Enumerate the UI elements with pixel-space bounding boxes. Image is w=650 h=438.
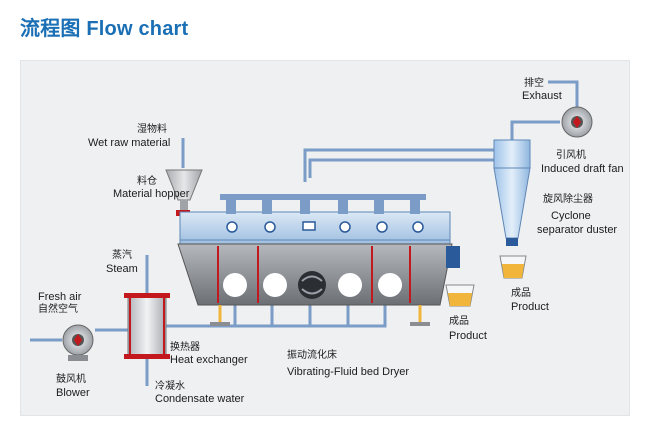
heat-exchanger bbox=[124, 293, 170, 359]
pipes bbox=[30, 80, 579, 386]
heat-exchanger-label-zh: 换热器 bbox=[170, 342, 200, 353]
wet-raw-material-label: Wet raw material bbox=[88, 137, 171, 149]
cyclone-label-2: separator duster bbox=[537, 224, 618, 236]
condensate-water-label-zh: 冷凝水 bbox=[155, 381, 185, 392]
blower-unit bbox=[62, 324, 94, 361]
cyclone-label-1: Cyclone bbox=[551, 210, 591, 222]
steam-label-zh: 蒸汽 bbox=[112, 250, 132, 261]
product-label-2: Product bbox=[511, 301, 549, 313]
material-hopper-label-zh: 料仓 bbox=[137, 176, 157, 187]
cyclone-to-fan-duct bbox=[510, 120, 560, 140]
induced-draft-fan-label: Induced draft fan bbox=[541, 163, 624, 175]
exhaust-label: Exhaust bbox=[522, 90, 562, 102]
induced-draft-fan-label-zh: 引风机 bbox=[556, 150, 586, 161]
dryer-hood bbox=[179, 194, 451, 245]
product-label-1: Product bbox=[449, 330, 487, 342]
exhaust-outlet-duct bbox=[548, 80, 579, 108]
exhaust-label-zh: 排空 bbox=[524, 78, 544, 89]
exhaust-duct-secondary bbox=[308, 158, 497, 178]
dryer-body bbox=[177, 243, 460, 326]
cyclone-label-zh: 旋风除尘器 bbox=[543, 194, 593, 205]
cyclone-separator bbox=[493, 139, 531, 246]
blower-label-zh: 鼓风机 bbox=[56, 374, 86, 385]
exhaust-duct-main bbox=[303, 148, 497, 182]
steam-label: Steam bbox=[106, 263, 138, 275]
heat-exchanger-label: Heat exchanger bbox=[170, 354, 248, 366]
wet-raw-material-label-zh: 湿物料 bbox=[137, 124, 167, 135]
dryer-label-zh: 振动流化床 bbox=[287, 350, 337, 361]
hot-air-manifold bbox=[166, 305, 387, 328]
condensate-water-label: Condensate water bbox=[155, 393, 245, 405]
product-label-1-zh: 成品 bbox=[449, 316, 469, 327]
fresh-air-label: Fresh air bbox=[38, 291, 82, 303]
induced-draft-fan-unit bbox=[561, 106, 593, 138]
product-container-2 bbox=[499, 255, 527, 279]
material-hopper-label: Material hopper bbox=[113, 188, 190, 200]
blower-label: Blower bbox=[56, 387, 90, 399]
page-title: 流程图 Flow chart bbox=[20, 18, 189, 40]
product-label-2-zh: 成品 bbox=[511, 288, 531, 299]
product-container-1 bbox=[445, 284, 475, 307]
fresh-air-label-zh: 自然空气 bbox=[38, 304, 78, 315]
dryer-label: Vibrating-Fluid bed Dryer bbox=[287, 366, 410, 378]
